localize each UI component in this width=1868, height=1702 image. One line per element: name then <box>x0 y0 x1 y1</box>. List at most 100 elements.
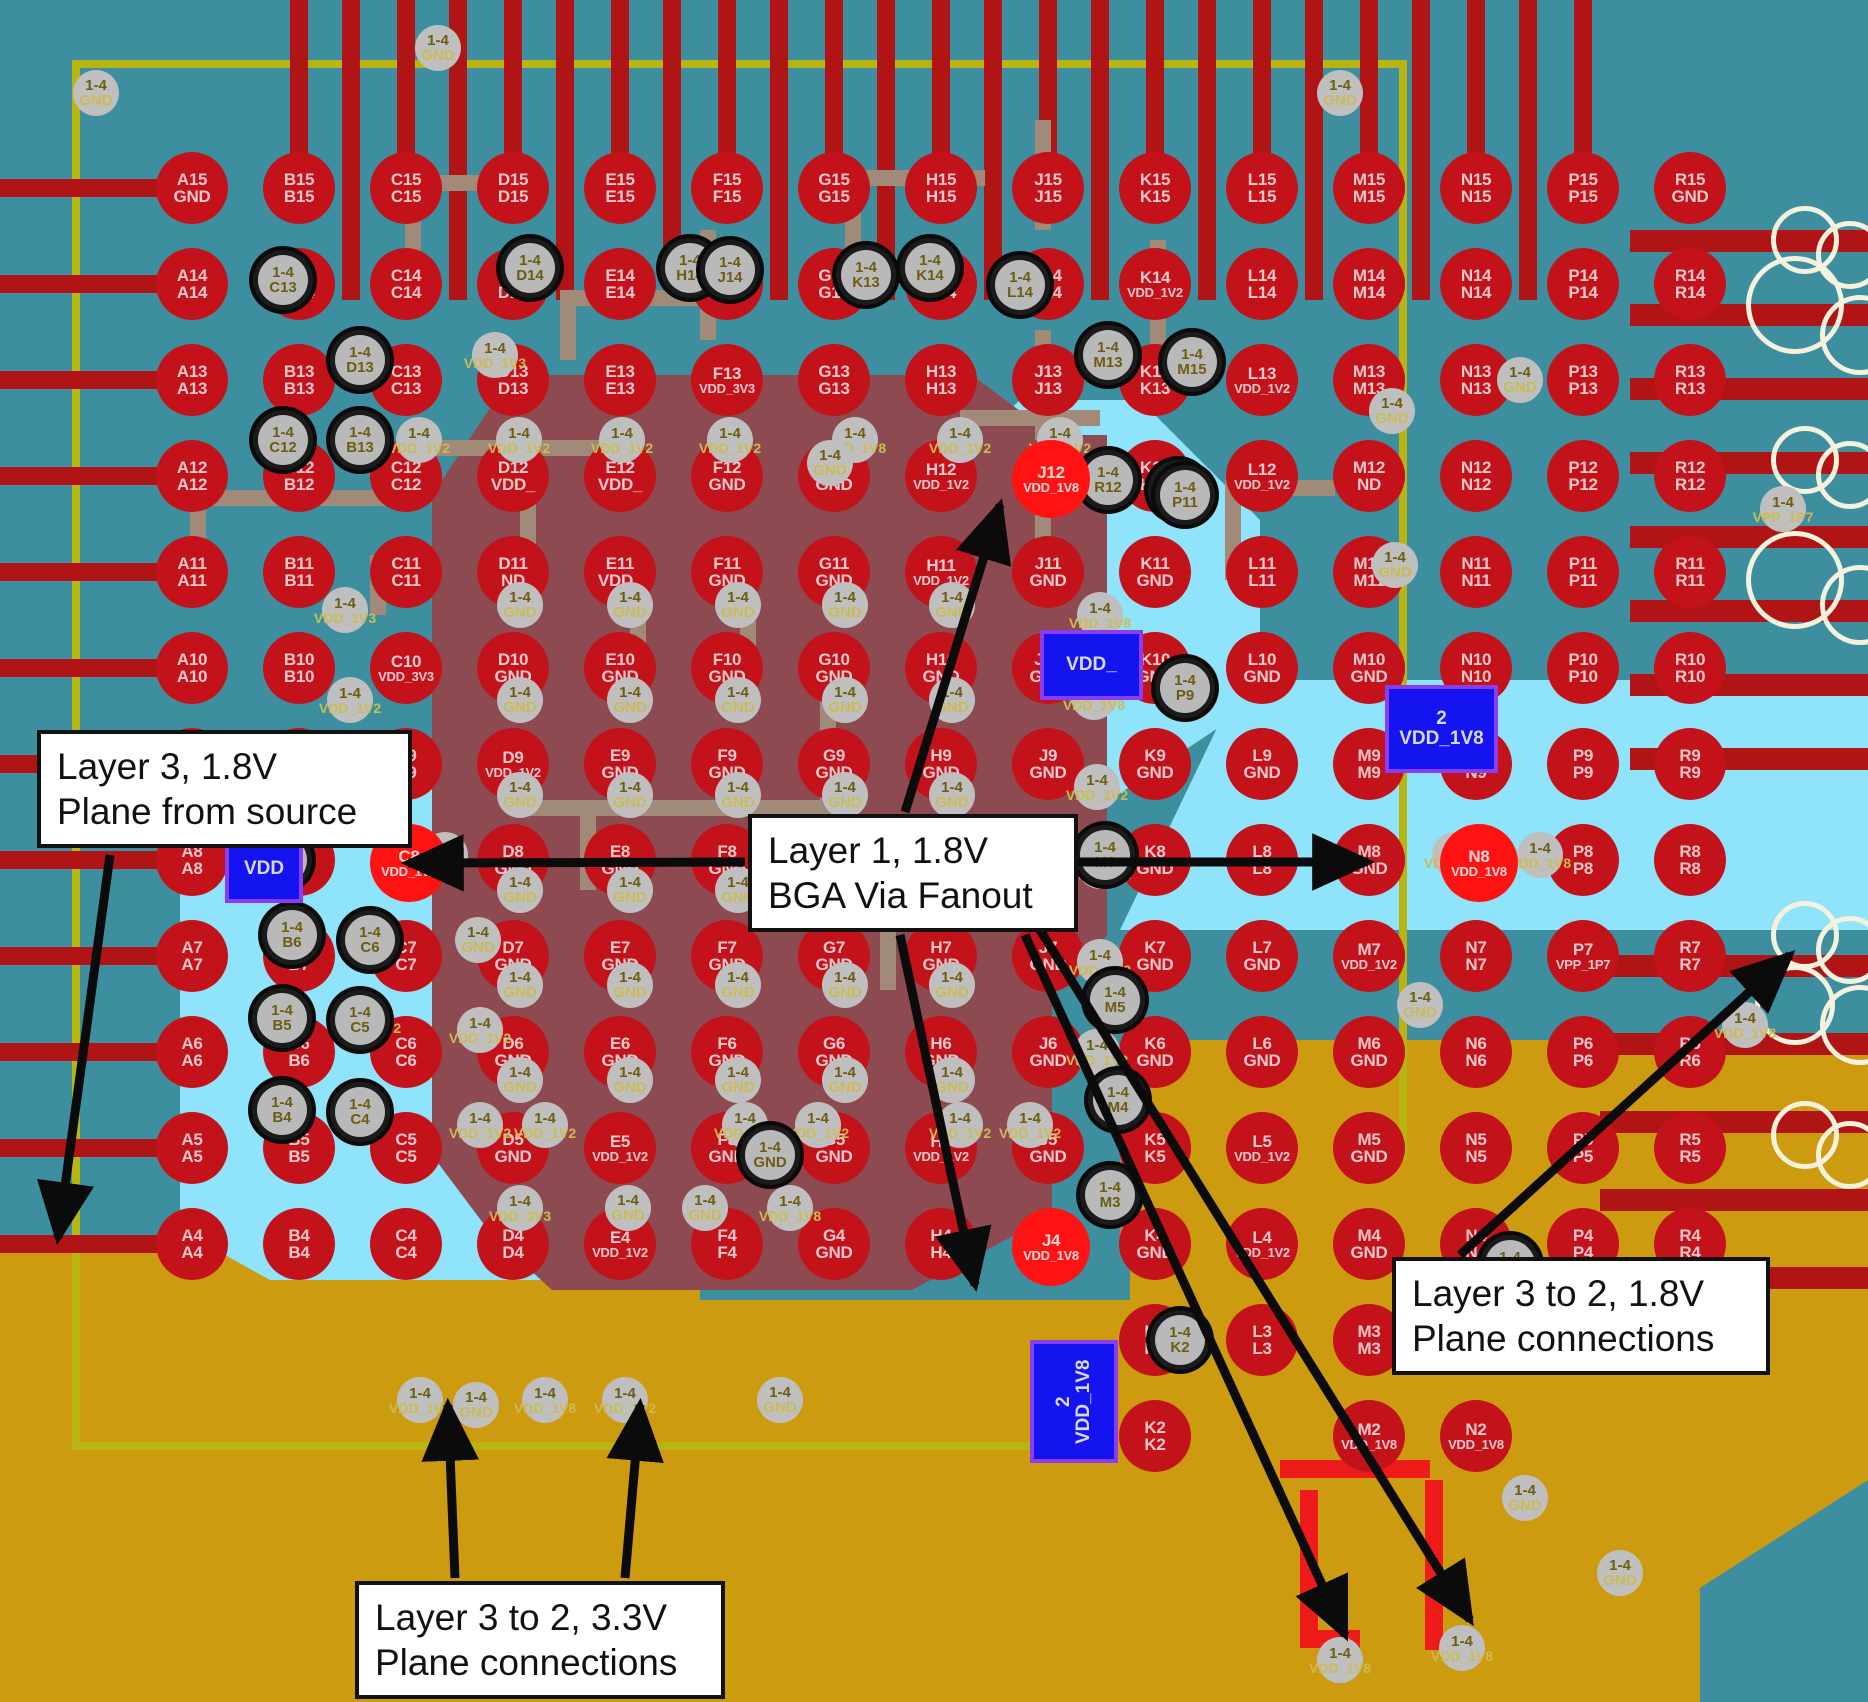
smd-pad-vdd--2[interactable]: VDD_ <box>1040 630 1143 700</box>
